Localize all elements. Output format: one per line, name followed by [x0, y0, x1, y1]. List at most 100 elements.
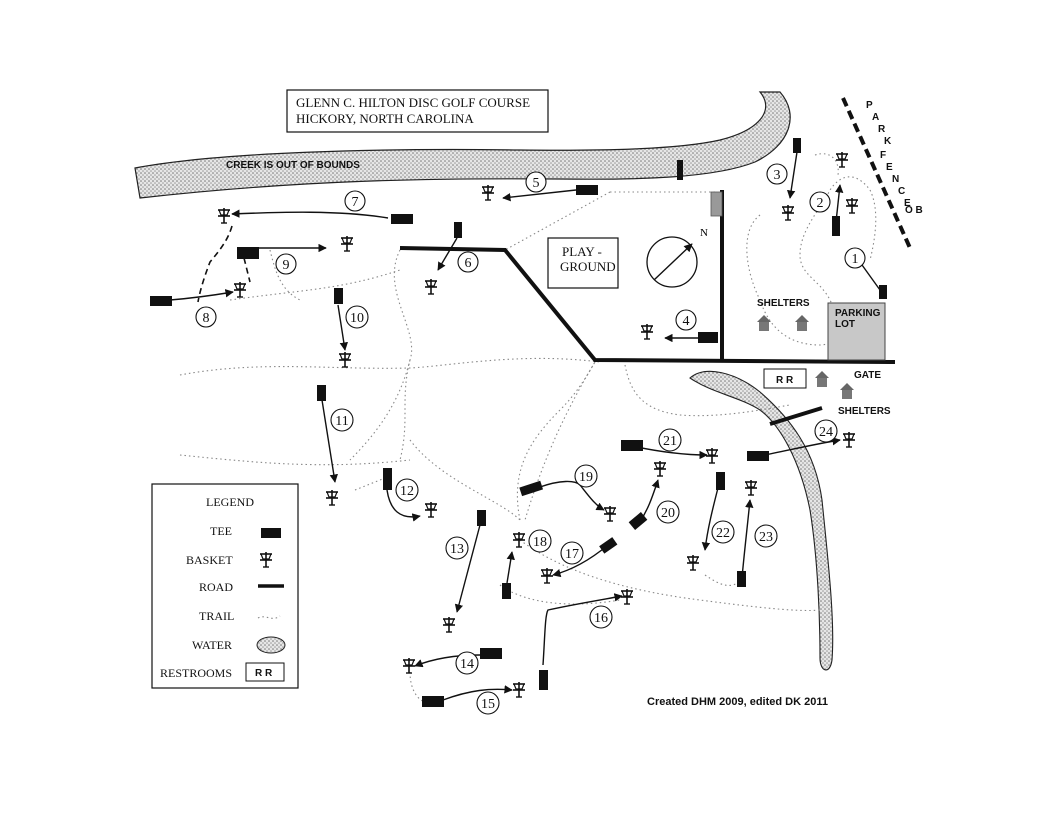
post-marker [710, 191, 723, 217]
basket-9 [340, 235, 354, 252]
hole-19-label: 19 [579, 470, 593, 485]
basket-7 [217, 207, 231, 224]
tee-9 [237, 247, 259, 259]
tee-7 [391, 214, 413, 224]
tee-21 [621, 440, 643, 451]
tee-11 [317, 385, 326, 401]
hole-16: 16 [589, 605, 613, 629]
hole-8: 8 [195, 306, 217, 328]
basket-6 [424, 278, 438, 295]
basket-3 [781, 204, 795, 221]
hole-12-label: 12 [400, 484, 414, 499]
lower-creek [689, 370, 834, 671]
hole-24-label: 24 [819, 425, 833, 440]
hole-15-label: 15 [481, 697, 495, 712]
legend-tee-label: TEE [210, 524, 232, 538]
hole-20-label: 20 [661, 506, 675, 521]
hole-7-label: 7 [352, 195, 359, 210]
creek-oob-label: CREEK IS OUT OF BOUNDS [226, 160, 360, 171]
gate-shelters: GATE SHELTERS [838, 370, 891, 417]
basket-1 [845, 197, 859, 214]
credit-text: Created DHM 2009, edited DK 2011 [647, 696, 828, 708]
tee-4 [698, 332, 718, 343]
shelters-label-gate: SHELTERS [838, 406, 891, 417]
roads [399, 190, 896, 426]
hole-numbers: 1 2 3 4 5 6 7 8 9 10 11 12 13 14 15 16 1… [195, 163, 866, 715]
tee-8 [150, 296, 172, 306]
hole-3: 3 [766, 163, 788, 185]
hole-14-label: 14 [460, 657, 474, 672]
baskets [217, 151, 859, 698]
hole-17: 17 [560, 541, 584, 565]
hole-8-label: 8 [203, 311, 210, 326]
shelters-top: SHELTERS [757, 298, 810, 331]
tees [150, 138, 887, 707]
hole-11-label: 11 [335, 414, 348, 429]
course-location: HICKORY, NORTH CAROLINA [296, 111, 474, 126]
hole-2: 2 [809, 191, 831, 213]
parking-label-2: LOT [835, 319, 855, 330]
fence-letter-c: C [898, 186, 905, 197]
basket-24 [842, 431, 856, 448]
tee-2 [832, 216, 840, 236]
playground: PLAY - GROUND [547, 237, 619, 289]
tee-3 [793, 138, 801, 153]
basket-10 [338, 351, 352, 368]
tee-24 [747, 451, 769, 461]
legend: LEGEND TEE BASKET ROAD TRAIL WATER RESTR… [151, 483, 299, 689]
fence-letter-e2: E [904, 198, 911, 209]
fence-letter-r: R [878, 124, 886, 135]
tee-20 [628, 512, 648, 530]
shelters-label-top: SHELTERS [757, 298, 810, 309]
hole-24: 24 [814, 419, 838, 443]
tee-extra [677, 160, 683, 180]
basket-16 [620, 588, 634, 605]
basket-19 [603, 505, 617, 522]
hole-21-label: 21 [663, 434, 677, 449]
tee-23 [737, 571, 746, 587]
parking-label-1: PARKING [835, 308, 881, 319]
legend-water-symbol [256, 636, 286, 654]
trails [179, 153, 877, 703]
title-box: GLENN C. HILTON DISC GOLF COURSE HICKORY… [286, 89, 549, 133]
hole-22: 22 [711, 520, 735, 544]
gate-label: GATE [854, 370, 881, 381]
tee-6 [454, 222, 462, 238]
restroom-label: R R [776, 375, 794, 386]
hole-4: 4 [675, 309, 697, 331]
creek: CREEK IS OUT OF BOUNDS [134, 91, 791, 199]
hole-6-label: 6 [465, 256, 472, 271]
basket-21 [705, 447, 719, 464]
tee-12 [383, 468, 392, 490]
legend-title: LEGEND [206, 495, 254, 509]
hole-13-label: 13 [450, 542, 464, 557]
hole-14: 14 [455, 651, 479, 675]
basket-20 [653, 460, 667, 477]
hole-16-label: 16 [594, 611, 608, 626]
basket-12 [424, 501, 438, 518]
hole-17-label: 17 [565, 547, 579, 562]
hole-23-label: 23 [759, 530, 773, 545]
tee-16 [539, 670, 548, 690]
legend-basket-label: BASKET [186, 553, 233, 567]
hole-20: 20 [656, 500, 680, 524]
tee-22 [716, 472, 725, 490]
hole-9: 9 [275, 253, 297, 275]
hole-23: 23 [754, 524, 778, 548]
basket-14 [402, 657, 416, 674]
hole-10: 10 [345, 305, 369, 329]
hole-2-label: 2 [817, 196, 824, 211]
fence-ob: O B [905, 205, 923, 216]
tee-18 [502, 583, 511, 599]
hole-11: 11 [330, 408, 354, 432]
hole-9-label: 9 [283, 258, 290, 273]
legend-water-label: WATER [192, 638, 232, 652]
hole-18-label: 18 [533, 535, 547, 550]
legend-road-label: ROAD [199, 580, 233, 594]
hole-7: 7 [344, 190, 366, 212]
park-fence: P A R K F E N C E O B [841, 97, 923, 249]
hole-1: 1 [844, 247, 866, 269]
tee-17 [599, 537, 618, 554]
basket-4 [640, 323, 654, 340]
